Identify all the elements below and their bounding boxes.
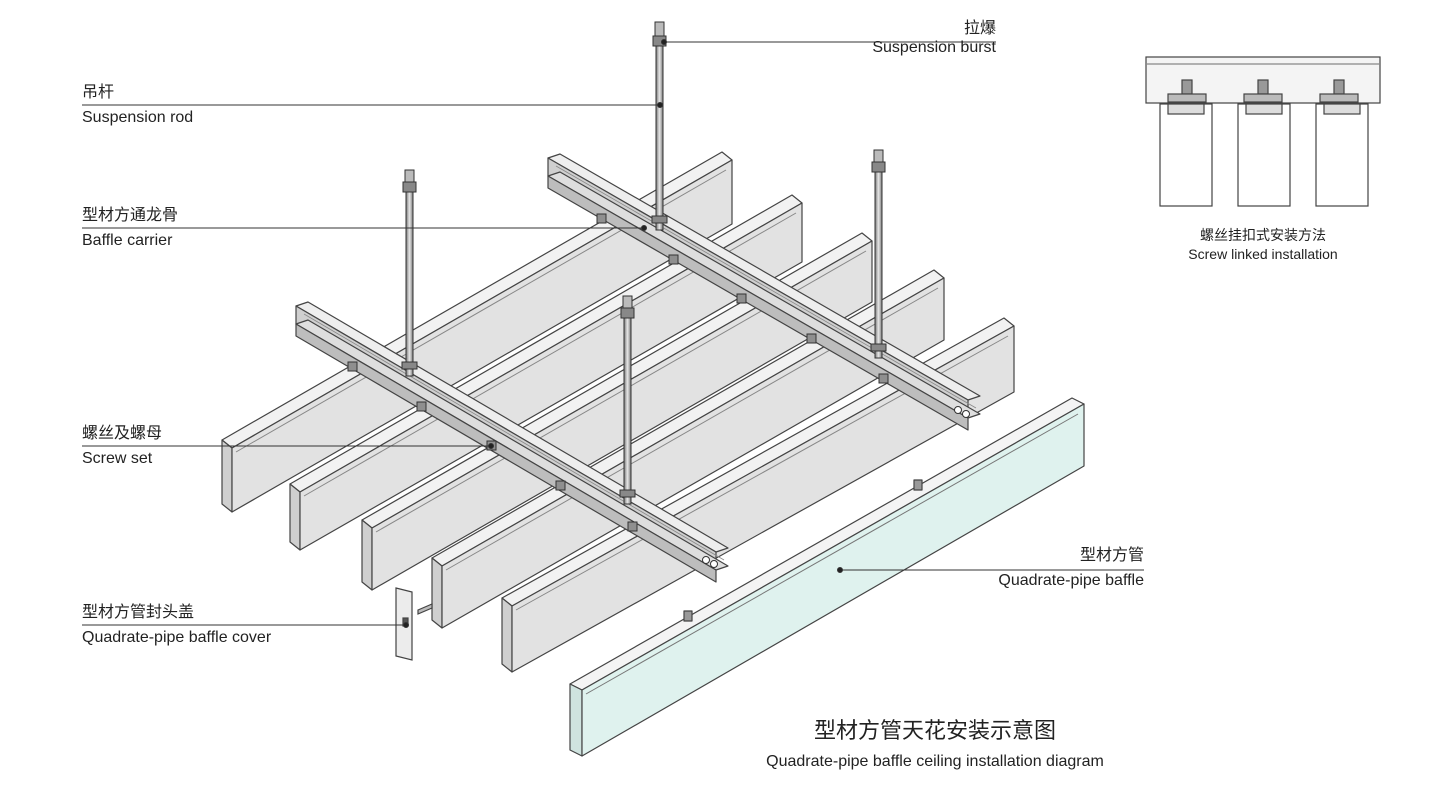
label-en: Screw linked installation	[1188, 245, 1338, 262]
label-screw-set: 螺丝及螺母 Screw set	[82, 423, 162, 469]
screw-linked-detail	[1145, 56, 1381, 207]
screw-nut	[878, 373, 889, 384]
detail-pipe-3	[1315, 79, 1369, 207]
label-en: Baffle carrier	[82, 232, 173, 249]
label-zh: 型材方管	[1079, 545, 1144, 564]
label-baffle-cover: 型材方管封头盖 Quadrate-pipe baffle cover	[82, 602, 271, 648]
screw-nut	[347, 361, 358, 372]
baffle-panel-2	[289, 194, 803, 551]
caption-en: Quadrate-pipe baffle ceiling installatio…	[766, 752, 1104, 770]
baffle-panels	[221, 151, 1015, 673]
label-zh: 螺丝挂扣式安装方法	[1200, 228, 1326, 244]
label-en: Suspension rod	[82, 109, 194, 126]
label-suspension-burst: 拉爆 Suspension burst	[872, 18, 996, 58]
label-en: Screw set	[82, 450, 153, 467]
caption-zh: 型材方管天花安装示意图	[813, 719, 1056, 744]
quadrate-pipe-baffle	[569, 397, 1085, 757]
label-zh: 型材方管封头盖	[82, 602, 195, 621]
screw-nut	[627, 521, 638, 532]
suspension-rod-4	[619, 295, 636, 505]
detail-pipe-2	[1237, 79, 1291, 207]
screw-nut	[736, 293, 747, 304]
detail-pipe-1	[1159, 79, 1213, 207]
diagram-caption: 型材方管天花安装示意图 Quadrate-pipe baffle ceiling…	[735, 718, 1135, 772]
screw-nut	[668, 254, 679, 265]
leader-lines	[82, 39, 1144, 628]
suspension-rod-2	[401, 169, 418, 377]
label-en: Quadrate-pipe baffle	[998, 572, 1144, 589]
suspension-rods	[401, 21, 887, 505]
screw-nut	[596, 213, 607, 224]
baffle-panel-1	[221, 151, 733, 513]
label-zh: 吊杆	[82, 82, 115, 101]
screw-nut	[555, 480, 566, 491]
carrier-end-bolts	[702, 406, 970, 568]
suspension-rod-3	[870, 149, 887, 359]
label-en: Suspension burst	[872, 39, 996, 56]
screw-nut	[806, 333, 817, 344]
label-suspension-rod: 吊杆 Suspension rod	[82, 82, 193, 128]
label-zh: 型材方通龙骨	[82, 205, 179, 224]
label-baffle: 型材方管 Quadrate-pipe baffle	[998, 545, 1144, 591]
label-zh: 螺丝及螺母	[82, 423, 163, 442]
label-screw-linked: 螺丝挂扣式安装方法 Screw linked installation	[1146, 228, 1380, 263]
label-en: Quadrate-pipe baffle cover	[82, 629, 272, 646]
screw-nut	[416, 401, 427, 412]
baffle-cover	[395, 587, 433, 661]
label-zh: 拉爆	[963, 18, 996, 37]
baffle-panel-5	[501, 317, 1015, 673]
arrow-icon	[417, 603, 433, 615]
label-baffle-carrier: 型材方通龙骨 Baffle carrier	[82, 205, 178, 251]
